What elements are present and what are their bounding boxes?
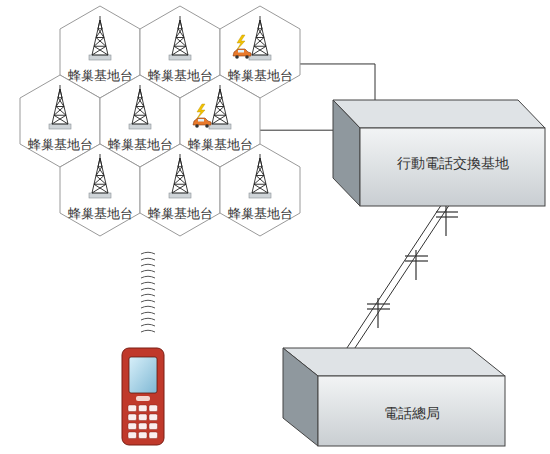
mobile-phone <box>122 348 164 445</box>
connector-line <box>300 64 375 100</box>
tower-base <box>169 193 191 198</box>
phone-key <box>149 414 158 421</box>
phone-key <box>128 432 137 439</box>
cell-label: 蜂巢基地台 <box>100 137 180 152</box>
cell-hexagon: 蜂巢基地台 <box>220 144 300 236</box>
signal-wave <box>141 306 155 308</box>
tower-symbol <box>92 154 108 193</box>
building-box: 電話總局 <box>283 348 505 446</box>
signal-wave <box>141 318 155 320</box>
phone-key <box>149 405 158 412</box>
hexagon-outline <box>220 144 300 236</box>
node-outline <box>333 100 545 206</box>
signal-wave <box>141 330 155 332</box>
signal-wave <box>141 294 155 296</box>
signal-wave <box>141 312 155 314</box>
box-front-face <box>318 376 505 446</box>
link-wire <box>260 130 333 131</box>
tower-symbol <box>92 16 108 55</box>
phone-key <box>128 423 137 430</box>
node-outline <box>283 348 505 446</box>
car-window <box>238 50 244 53</box>
phone-key <box>149 432 158 439</box>
hexagon-outline <box>60 144 140 236</box>
box-front-face <box>360 128 545 206</box>
tower-symbol <box>52 85 68 124</box>
phone-key <box>139 423 148 430</box>
car-wheel <box>235 55 239 59</box>
cell-hexagon: 蜂巢基地台 <box>60 144 140 236</box>
tower-base <box>49 124 71 129</box>
signal-wave <box>141 300 155 302</box>
phone-key <box>139 405 148 412</box>
car-wheel <box>205 124 209 128</box>
utility-poles <box>367 206 458 328</box>
signal-waves <box>141 252 155 332</box>
cell-label: 蜂巢基地台 <box>220 68 300 83</box>
link-wire <box>300 64 375 100</box>
signal-wave <box>141 324 155 326</box>
cell-label: 蜂巢基地台 <box>140 206 220 221</box>
tower-symbol <box>212 85 228 124</box>
box-top-face <box>333 100 545 128</box>
signal-wave <box>141 258 155 260</box>
car-symbol <box>233 49 251 56</box>
node-outline <box>60 144 140 236</box>
signal-wave <box>141 252 155 254</box>
phone-key <box>139 432 148 439</box>
trunk-wire <box>346 192 450 350</box>
cell-label: 蜂巢基地台 <box>60 206 140 221</box>
tower-base <box>89 193 111 198</box>
phone-key <box>128 414 137 421</box>
phone-key <box>149 423 158 430</box>
cell-label: 蜂巢基地台 <box>180 137 260 152</box>
phone-key <box>139 414 148 421</box>
tower-base <box>169 55 191 60</box>
tower-symbol <box>172 154 188 193</box>
cell-label: 蜂巢基地台 <box>140 68 220 83</box>
tower-symbol <box>252 154 268 193</box>
building-label: 行動電話交換基地 <box>360 155 545 171</box>
signal-wave <box>141 264 155 266</box>
tower-base <box>129 124 151 129</box>
cell-label: 蜂巢基地台 <box>20 137 100 152</box>
signal-wave <box>141 288 155 290</box>
tower-base <box>249 193 271 198</box>
signal-wave <box>141 282 155 284</box>
tower-base <box>89 55 111 60</box>
signal-wave <box>141 270 155 272</box>
phone-key <box>128 405 137 412</box>
cell-label: 蜂巢基地台 <box>60 68 140 83</box>
box-side-face <box>333 100 360 206</box>
cell-label: 蜂巢基地台 <box>220 206 300 221</box>
node-outline <box>220 144 300 236</box>
signal-wave <box>141 276 155 278</box>
tower-base <box>209 124 231 129</box>
car-wheel <box>245 55 249 59</box>
box-side-face <box>283 348 318 446</box>
building-box: 行動電話交換基地 <box>333 100 545 206</box>
lightning-symbol <box>236 35 245 51</box>
tower-symbol <box>132 85 148 124</box>
car-symbol <box>193 118 211 125</box>
cell-hexagon: 蜂巢基地台 <box>140 144 220 236</box>
building-label: 電話總局 <box>318 405 505 421</box>
trunk-wire <box>354 192 458 350</box>
tower-base <box>249 55 271 60</box>
node-outline <box>140 144 220 236</box>
connector-line <box>260 130 333 131</box>
connector-line <box>346 192 458 350</box>
hexagon-outline <box>140 144 220 236</box>
lightning-symbol <box>196 104 205 120</box>
tower-symbol <box>252 16 268 55</box>
car-window <box>198 119 204 122</box>
car-wheel <box>195 124 199 128</box>
tower-symbol <box>172 16 188 55</box>
box-top-face <box>283 348 505 376</box>
